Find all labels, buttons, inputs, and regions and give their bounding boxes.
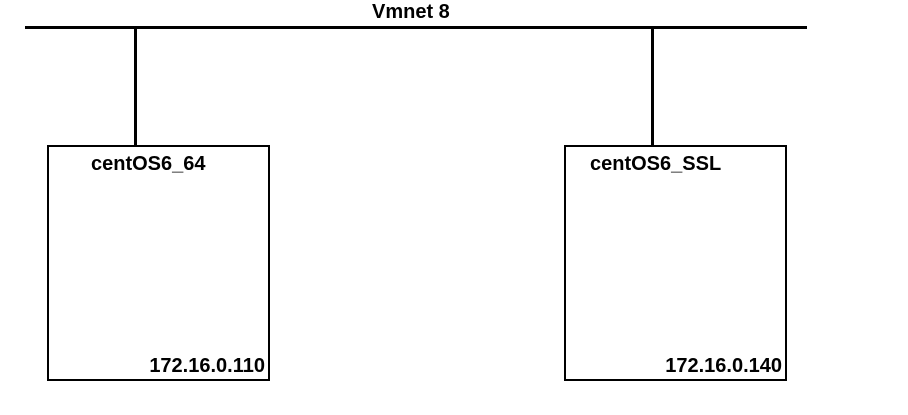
network-label: Vmnet 8: [372, 1, 450, 23]
host-box-1: centOS6_64 172.16.0.110: [47, 145, 270, 381]
host-box-2: centOS6_SSL 172.16.0.140: [564, 145, 787, 381]
host-ip-2: 172.16.0.140: [665, 355, 782, 377]
connector-line-host-1: [134, 28, 137, 146]
host-ip-1: 172.16.0.110: [149, 355, 265, 377]
host-name-2: centOS6_SSL: [590, 153, 722, 175]
network-bus-line: [25, 26, 807, 29]
connector-line-host-2: [651, 28, 654, 146]
host-name-1: centOS6_64: [91, 153, 206, 175]
